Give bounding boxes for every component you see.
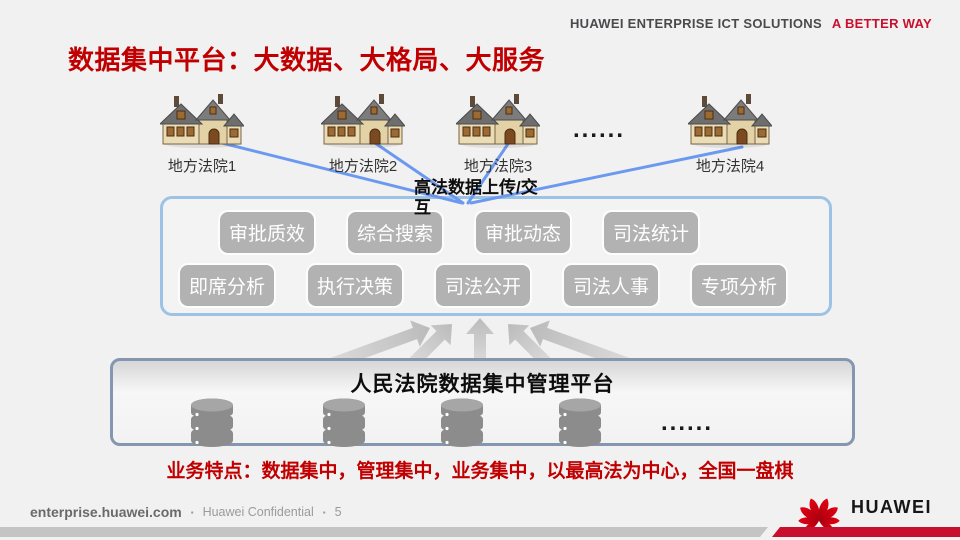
footer: enterprise.huawei.com ▪ Huawei Confident…	[30, 504, 342, 520]
court-label: 地方法院4	[695, 158, 765, 175]
court-node-1: 地方法院1	[157, 94, 247, 176]
court-label: 地方法院3	[463, 158, 533, 175]
platform-box: 人民法院数据集中管理平台	[110, 358, 855, 447]
courts-ellipsis: ......	[573, 116, 626, 143]
database-icon	[441, 398, 483, 447]
module-zhixing-juece: 执行决策	[306, 263, 404, 308]
huawei-petals-icon	[798, 498, 840, 527]
huawei-logo: HUAWEI	[796, 487, 932, 527]
court-label: 地方法院1	[167, 158, 237, 175]
module-shenpi-zhixiao: 审批质效	[218, 210, 316, 255]
module-zhuanxiang-fenxi: 专项分析	[690, 263, 788, 308]
footer-site-link[interactable]: enterprise.huawei.com	[30, 504, 182, 520]
court-node-2: 地方法院2	[318, 94, 408, 176]
court-house-icon	[319, 94, 407, 148]
upload-exchange-label: 高法数据上传/交互	[414, 178, 538, 217]
court-node-4: 地方法院4	[685, 94, 775, 176]
platform-title: 人民法院数据集中管理平台	[350, 373, 615, 396]
modules-row-1: 审批质效 综合搜索 审批动态 司法统计	[218, 210, 829, 255]
module-jixi-fenxi: 即席分析	[178, 263, 276, 308]
module-sifa-renshi: 司法人事	[562, 263, 660, 308]
huawei-logo-text: HUAWEI	[851, 496, 932, 517]
database-icon	[559, 398, 601, 447]
modules-row-2: 即席分析 执行决策 司法公开 司法人事 专项分析	[178, 263, 829, 308]
database-icon	[191, 398, 233, 447]
court-house-icon	[454, 94, 542, 148]
footer-confidential: Huawei Confidential	[202, 505, 314, 519]
court-house-icon	[686, 94, 774, 148]
business-highlight: 业务特点：数据集中，管理集中，业务集中，以最高法为中心，全国一盘棋	[166, 461, 794, 482]
module-sifa-tongji: 司法统计	[602, 210, 700, 255]
footer-red-bar	[772, 527, 960, 537]
tagline-text: A BETTER WAY	[831, 16, 932, 31]
footer-separator: ▪	[322, 507, 326, 517]
database-icon	[323, 398, 365, 447]
page-number: 5	[334, 505, 342, 519]
module-zonghe-sousuo: 综合搜索	[346, 210, 444, 255]
court-label: 地方法院2	[328, 158, 398, 175]
page-title: 数据集中平台：大数据、大格局、大服务	[68, 45, 546, 75]
platform-ellipsis: ......	[661, 409, 714, 436]
footer-separator: ▪	[190, 507, 194, 517]
brand-text: HUAWEI ENTERPRISE ICT SOLUTIONS	[569, 16, 822, 31]
court-node-3: 地方法院3	[453, 94, 543, 176]
corporate-header: HUAWEI ENTERPRISE ICT SOLUTIONS A BETTER…	[570, 16, 932, 31]
module-shenpi-dongtai: 审批动态	[474, 210, 572, 255]
court-house-icon	[158, 94, 246, 148]
modules-box: 审批质效 综合搜索 审批动态 司法统计 即席分析 执行决策 司法公开 司法人事 …	[160, 196, 832, 316]
footer-gray-bar	[0, 527, 768, 537]
module-sifa-gongkai: 司法公开	[434, 263, 532, 308]
